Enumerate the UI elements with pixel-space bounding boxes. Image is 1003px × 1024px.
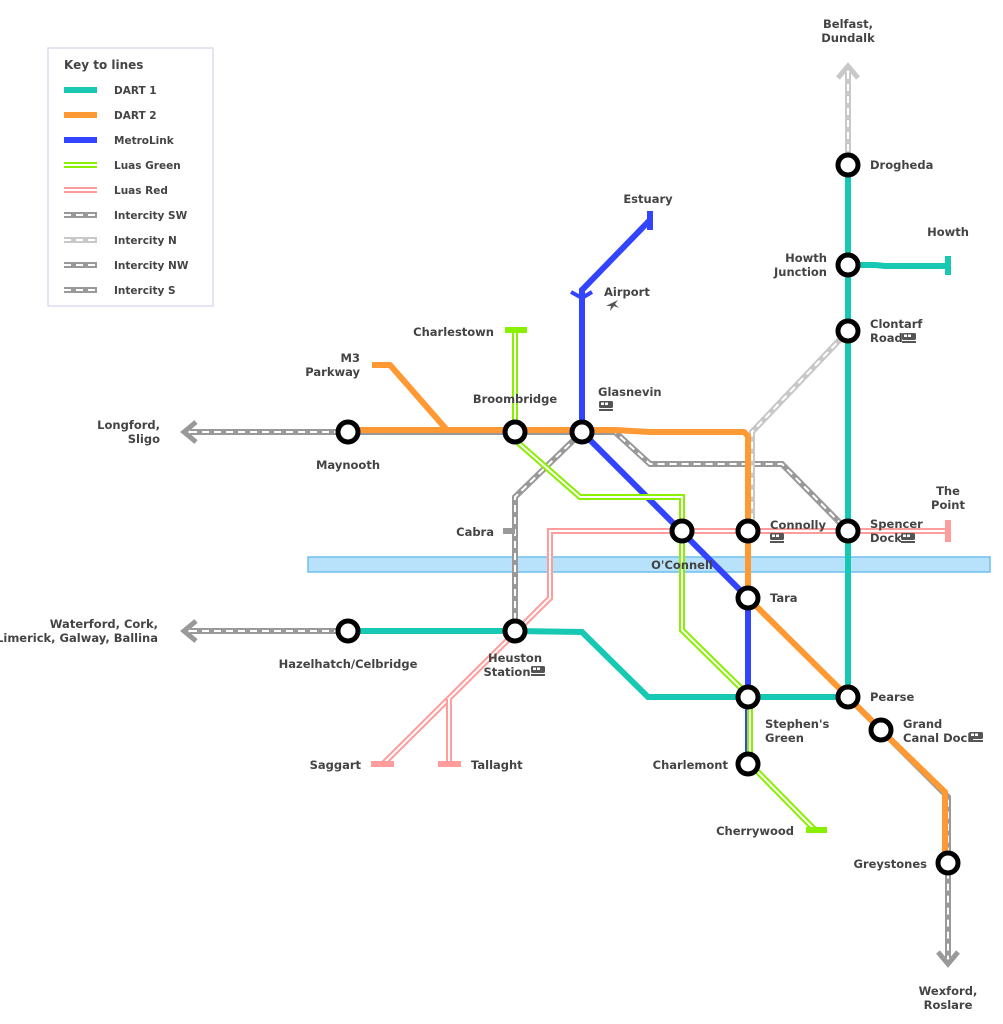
- legend-label: Intercity N: [114, 235, 177, 247]
- terminus-longford-label: Longford,Sligo: [97, 418, 160, 446]
- legend-title: Key to lines: [64, 58, 143, 72]
- station-charlemont[interactable]: [735, 751, 761, 777]
- arrow-icon: [836, 62, 860, 80]
- legend-label: DART 2: [114, 110, 157, 122]
- terminus-belfast-label: Belfast,Dundalk: [821, 17, 875, 45]
- station-label: Broombridge: [473, 392, 558, 406]
- terminus-charlestown-label: Charlestown: [413, 325, 494, 339]
- legend-label: Intercity SW: [114, 210, 188, 222]
- legend-label: Luas Red: [114, 185, 168, 197]
- terminus-saggart-label: Saggart: [310, 758, 362, 772]
- station-maynooth[interactable]: [335, 419, 361, 445]
- station-oconnell[interactable]: [669, 518, 695, 544]
- station-label: Hazelhatch/Celbridge: [279, 657, 418, 671]
- legend-label: Intercity S: [114, 285, 176, 297]
- terminus-tallaght-label: Tallaght: [471, 758, 523, 772]
- legend-label: MetroLink: [114, 135, 175, 147]
- station-connolly[interactable]: [735, 518, 761, 544]
- station-clontarf-road[interactable]: [835, 318, 861, 344]
- station-label: Pearse: [870, 690, 915, 704]
- station-label: Maynooth: [316, 458, 380, 472]
- station-greystones[interactable]: [935, 850, 961, 876]
- legend: Key to lines DART 1 DART 2 MetroLink Lua…: [47, 47, 214, 307]
- station-label: Greystones: [854, 857, 928, 871]
- line-intercity-sw: [180, 429, 585, 643]
- terminus-howth-label: Howth: [927, 225, 969, 239]
- station-spencer-dock[interactable]: [835, 518, 861, 544]
- train-icon: [531, 666, 545, 676]
- terminus-cherrywood-label: Cherrywood: [716, 824, 794, 838]
- terminus-estuary-label: Estuary: [623, 192, 673, 206]
- station-label: Charlemont: [653, 758, 729, 772]
- train-icon: [901, 533, 915, 543]
- station-stephens-green[interactable]: [735, 684, 761, 710]
- station-tara[interactable]: [735, 585, 761, 611]
- arrow-icon: [180, 619, 198, 643]
- line-dart1: [348, 165, 951, 700]
- stations: [335, 152, 961, 876]
- station-drogheda[interactable]: [835, 152, 861, 178]
- terminus-labels: Belfast,Dundalk Estuary Howth Airport Ch…: [0, 17, 977, 1012]
- legend-label: DART 1: [114, 85, 157, 97]
- station-grand-canal-dock[interactable]: [868, 717, 894, 743]
- terminus-waterford-label: Waterford, Cork,Limerick, Galway, Ballin…: [0, 617, 158, 645]
- plane-icon: [606, 300, 619, 311]
- station-label: Drogheda: [870, 158, 933, 172]
- train-icon: [902, 333, 916, 343]
- station-broombridge[interactable]: [502, 419, 528, 445]
- train-icon: [599, 401, 613, 411]
- station-label: O'Connell: [651, 558, 713, 572]
- station-label: Glasnevin: [598, 385, 662, 399]
- station-heuston[interactable]: [502, 618, 528, 644]
- river: [307, 556, 991, 573]
- arrow-icon: [936, 950, 960, 968]
- legend-label: Luas Green: [114, 160, 181, 172]
- station-pearse[interactable]: [835, 684, 861, 710]
- train-icon: [770, 533, 784, 543]
- line-metrolink: [570, 211, 751, 764]
- station-hazelhatch[interactable]: [335, 618, 361, 644]
- station-label: Tara: [770, 591, 798, 605]
- station-howth-junction[interactable]: [835, 252, 861, 278]
- train-icon: [969, 732, 983, 742]
- station-glasnevin[interactable]: [569, 419, 595, 445]
- arrow-icon: [180, 420, 198, 444]
- airport-label: Airport: [604, 285, 650, 299]
- station-label: Connolly: [770, 518, 826, 532]
- cabra-label: Cabra: [456, 525, 494, 539]
- line-dart2: [348, 362, 948, 863]
- legend-label: Intercity NW: [114, 260, 189, 272]
- terminus-wexford-label: Wexford,Roslare: [919, 984, 978, 1012]
